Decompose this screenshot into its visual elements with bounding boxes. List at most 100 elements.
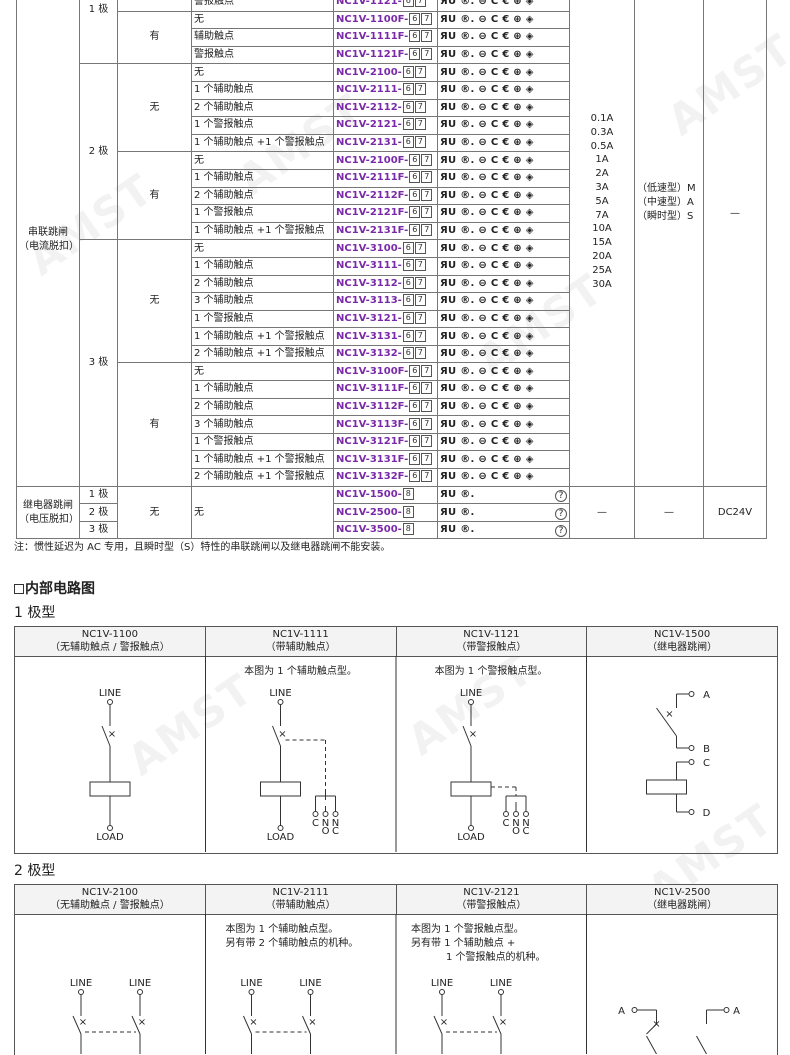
- contact-cell: 1 个辅助触点: [191, 168, 334, 188]
- alarm-option-cell: [117, 0, 192, 12]
- model-number: NC1V-2100F-: [336, 154, 409, 166]
- certification-marks: ЯU ®. ⊖ C € ⊕ ◈: [440, 330, 534, 342]
- certification-marks: ЯU ®. ⊖ C € ⊕ ◈: [440, 242, 534, 254]
- pole-cell: 3 极: [79, 239, 118, 487]
- option-code-box: 6: [409, 171, 421, 184]
- terminal-node: [503, 811, 509, 817]
- contact-cell: 无: [191, 485, 334, 540]
- terminal-node: [78, 989, 84, 995]
- option-code-box: 7: [414, 0, 426, 8]
- alarm-option-cell: 有: [117, 362, 192, 487]
- model-number: NC1V-3112F-: [336, 400, 409, 412]
- option-code-box: 7: [421, 30, 433, 43]
- speed-type: （中速型）A: [637, 197, 694, 208]
- option-code-box: 7: [414, 347, 426, 360]
- certification-marks: ЯU ®. ⊖ C € ⊕ ◈: [440, 348, 534, 360]
- line-label: LINE: [460, 688, 482, 699]
- option-code-box: 6: [409, 470, 421, 483]
- cert-cell: ЯU ®. ⊖ C € ⊕ ◈: [437, 221, 570, 241]
- model-number: NC1V-2112F-: [336, 189, 409, 201]
- aux-c-label: C: [312, 818, 319, 829]
- certification-marks: ЯU ®. ⊖ C € ⊕ ◈: [440, 260, 534, 272]
- alarm-c-label: C: [503, 818, 510, 829]
- terminal-node: [107, 825, 113, 831]
- contact-cell: 1 个辅助触点 +1 个警报触点: [191, 221, 334, 241]
- terminal-c-label: C: [703, 758, 710, 769]
- wire: [656, 707, 677, 737]
- cert-cell: ЯU ®. ⊖ C € ⊕ ◈: [437, 432, 570, 452]
- wire: [433, 1015, 443, 1035]
- trip-type-cell: 串联跳闸 （电流脱扣）: [16, 0, 80, 487]
- circuit-note: 本图为 1 个警报触点型。: [411, 922, 524, 935]
- trip-cross-icon: ×: [108, 729, 116, 740]
- model-number: NC1V-3112-: [336, 277, 402, 289]
- contact-cell: 1 个辅助触点: [191, 80, 334, 100]
- model-number: NC1V-2121F-: [336, 207, 409, 219]
- cert-cell: ЯU ®. ⊖ C € ⊕ ◈: [437, 415, 570, 434]
- alarm-option-cell: 有: [117, 151, 192, 241]
- line-label: LINE: [240, 978, 262, 989]
- pole1-header-nc1v-1100: NC1V-1100（无辅助触点 / 警报触点）: [15, 627, 206, 656]
- model-number: NC1V-2500-: [336, 506, 402, 518]
- option-code-box: 6: [409, 206, 421, 219]
- option-code-box: 6: [409, 364, 421, 377]
- option-code-box: 7: [414, 241, 426, 254]
- trip-speed-cell: （低速型）M（中速型）A（瞬时型）S: [634, 0, 704, 487]
- alarm-no-label: O: [512, 826, 520, 837]
- cert-cell: ЯU ®. ⊖ C € ⊕ ◈: [437, 256, 570, 276]
- circuit-description: （继电器跳闸）: [647, 900, 718, 911]
- terminal-node: [723, 1007, 730, 1013]
- contact-cell: 无: [191, 10, 334, 30]
- option-code-box: 6: [409, 435, 421, 448]
- option-code-box: 7: [414, 83, 426, 96]
- cert-cell: ЯU ®. ⊖ C € ⊕ ◈: [437, 10, 570, 30]
- terminal-node: [248, 989, 255, 995]
- section-title: 内部电路图: [14, 578, 95, 598]
- circuit-note: 另有带 1 个辅助触点 +: [411, 936, 515, 949]
- contact-cell: 3 个辅助触点: [191, 292, 334, 311]
- line-label: LINE: [70, 978, 92, 989]
- model-number: NC1V-2111-: [336, 84, 402, 96]
- pole2-header-nc1v-2111: NC1V-2111（带辅助触点）: [206, 885, 397, 914]
- terminal-node: [332, 811, 339, 817]
- terminal-node: [107, 699, 113, 705]
- current-value: 2A: [595, 168, 609, 180]
- model-number: NC1V-3131F-: [336, 453, 409, 465]
- cert-cell: ЯU ®. ⊖ C € ⊕ ◈: [437, 186, 570, 206]
- circuit-description: （无辅助触点 / 警报触点）: [50, 642, 170, 653]
- model-number: NC1V-1100F-: [336, 13, 409, 25]
- terminal-a-label: A: [703, 690, 710, 701]
- circuit-model: NC1V-1111: [272, 629, 329, 640]
- cert-cell: ЯU ®. ⊖ C € ⊕ ◈: [437, 204, 570, 223]
- load-label: LOAD: [96, 832, 124, 843]
- cert-cell: ЯU ®. ⊖ C € ⊕ ◈: [437, 168, 570, 188]
- line-label: LINE: [129, 978, 151, 989]
- pole2-circuit-panel: NC1V-2100（无辅助触点 / 警报触点）NC1V-2111（带辅助触点）N…: [14, 884, 778, 1055]
- circuit-model: NC1V-2121: [463, 887, 520, 898]
- trip-cross-icon: ×: [440, 1017, 448, 1028]
- cert-cell: ЯU ®. ⊖ C € ⊕ ◈: [437, 274, 570, 294]
- pole-cell: 2 极: [79, 503, 118, 522]
- option-code-box: 6: [402, 118, 414, 131]
- wire: [696, 1035, 707, 1054]
- current-value: 30A: [592, 278, 612, 290]
- contact-cell: 1 个辅助触点: [191, 256, 334, 276]
- option-code-box: 7: [421, 48, 433, 61]
- contact-cell: 无: [191, 239, 334, 258]
- wire: [302, 1015, 311, 1035]
- cert-cell: ЯU ®. ⊖ C € ⊕ ◈: [437, 0, 570, 12]
- option-code-box: 6: [409, 188, 421, 201]
- circuit-model: NC1V-2111: [272, 887, 329, 898]
- cert-cell: ЯU ®.?: [437, 520, 570, 540]
- current-value: 3A: [595, 181, 609, 193]
- option-code-box: 7: [421, 452, 433, 465]
- pole-cell: 1 极: [79, 0, 118, 65]
- option-code-box: 7: [414, 100, 426, 113]
